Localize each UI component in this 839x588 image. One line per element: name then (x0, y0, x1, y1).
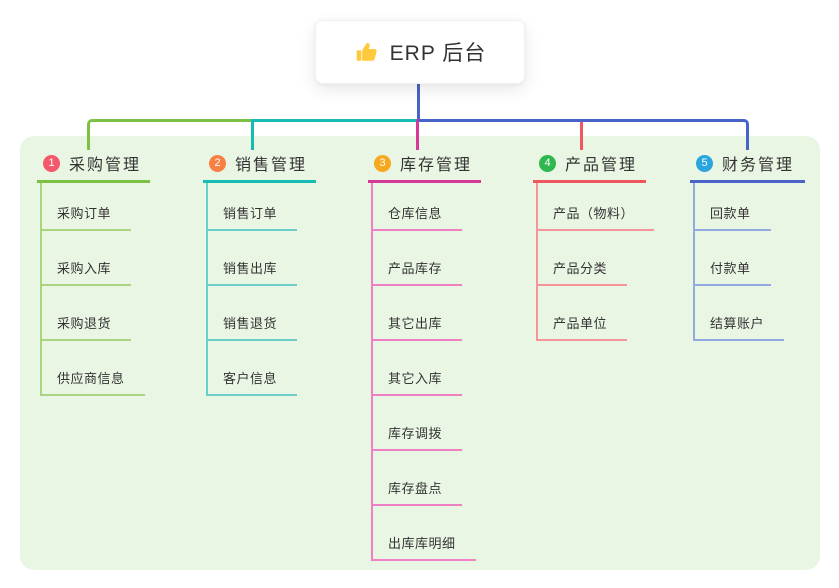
child-node[interactable]: 销售订单 (208, 183, 298, 231)
child-node[interactable]: 产品分类 (538, 231, 628, 286)
branch-header[interactable]: 4 产品管理 (533, 151, 646, 183)
branch-label: 库存管理 (400, 157, 473, 174)
child-node[interactable]: 客户信息 (208, 341, 298, 396)
root-node-label: ERP 后台 (389, 42, 487, 65)
child-node[interactable]: 供应商信息 (42, 341, 145, 396)
root-node[interactable]: ERP 后台 (315, 20, 525, 84)
branch-label: 销售管理 (235, 157, 308, 174)
child-node[interactable]: 产品（物料） (538, 183, 655, 231)
child-node[interactable]: 结算账户 (695, 286, 785, 341)
branch-header[interactable]: 1 采购管理 (37, 151, 150, 183)
child-node[interactable]: 库存盘点 (373, 451, 463, 506)
child-node[interactable]: 仓库信息 (373, 183, 463, 231)
branch-sales: 2 销售管理 销售订单 销售出库 销售退货 客户信息 (203, 151, 316, 396)
child-node[interactable]: 其它入库 (373, 341, 463, 396)
branch-header[interactable]: 5 财务管理 (690, 151, 805, 183)
branch-product: 4 产品管理 产品（物料） 产品分类 产品单位 (533, 151, 655, 341)
branch-children: 销售订单 销售出库 销售退货 客户信息 (206, 183, 298, 396)
branch2-connector-line (251, 119, 418, 122)
branch-children: 回款单 付款单 结算账户 (693, 183, 785, 341)
thumbs-up-icon (354, 39, 380, 65)
branch-header[interactable]: 2 销售管理 (203, 151, 316, 183)
child-node[interactable]: 回款单 (695, 183, 771, 231)
branch2-drop-line (251, 119, 254, 150)
child-node[interactable]: 采购入库 (42, 231, 132, 286)
branch3-drop-line (416, 119, 419, 150)
main-panel (20, 136, 820, 570)
branch4-drop-line (580, 119, 583, 150)
branch-finance: 5 财务管理 回款单 付款单 结算账户 (690, 151, 805, 341)
branch1-connector-line (87, 119, 253, 150)
child-node[interactable]: 付款单 (695, 231, 771, 286)
branch-label: 产品管理 (565, 157, 638, 174)
child-node[interactable]: 销售退货 (208, 286, 298, 341)
child-node[interactable]: 采购退货 (42, 286, 132, 341)
branch-number-badge: 3 (374, 154, 391, 172)
child-node[interactable]: 出库库明细 (373, 506, 476, 561)
child-node[interactable]: 产品单位 (538, 286, 628, 341)
branch-number-badge: 4 (539, 154, 556, 172)
branch-label: 采购管理 (69, 157, 142, 174)
branch-number-badge: 1 (43, 154, 60, 172)
child-node[interactable]: 销售出库 (208, 231, 298, 286)
branch-inventory: 3 库存管理 仓库信息 产品库存 其它出库 其它入库 库存调拨 库存盘点 出库库… (368, 151, 481, 561)
child-node[interactable]: 其它出库 (373, 286, 463, 341)
branch-children: 仓库信息 产品库存 其它出库 其它入库 库存调拨 库存盘点 出库库明细 (371, 183, 476, 561)
branch-children: 产品（物料） 产品分类 产品单位 (536, 183, 655, 341)
root-connector-line (417, 81, 420, 120)
child-node[interactable]: 采购订单 (42, 183, 132, 231)
child-node[interactable]: 库存调拨 (373, 396, 463, 451)
branch-number-badge: 5 (696, 154, 713, 172)
branch-number-badge: 2 (209, 154, 226, 172)
branch-label: 财务管理 (722, 157, 795, 174)
branch-header[interactable]: 3 库存管理 (368, 151, 481, 183)
child-node[interactable]: 产品库存 (373, 231, 463, 286)
branch-purchase: 1 采购管理 采购订单 采购入库 采购退货 供应商信息 (37, 151, 150, 396)
branch-children: 采购订单 采购入库 采购退货 供应商信息 (40, 183, 145, 396)
branch5-connector-line (418, 119, 749, 150)
